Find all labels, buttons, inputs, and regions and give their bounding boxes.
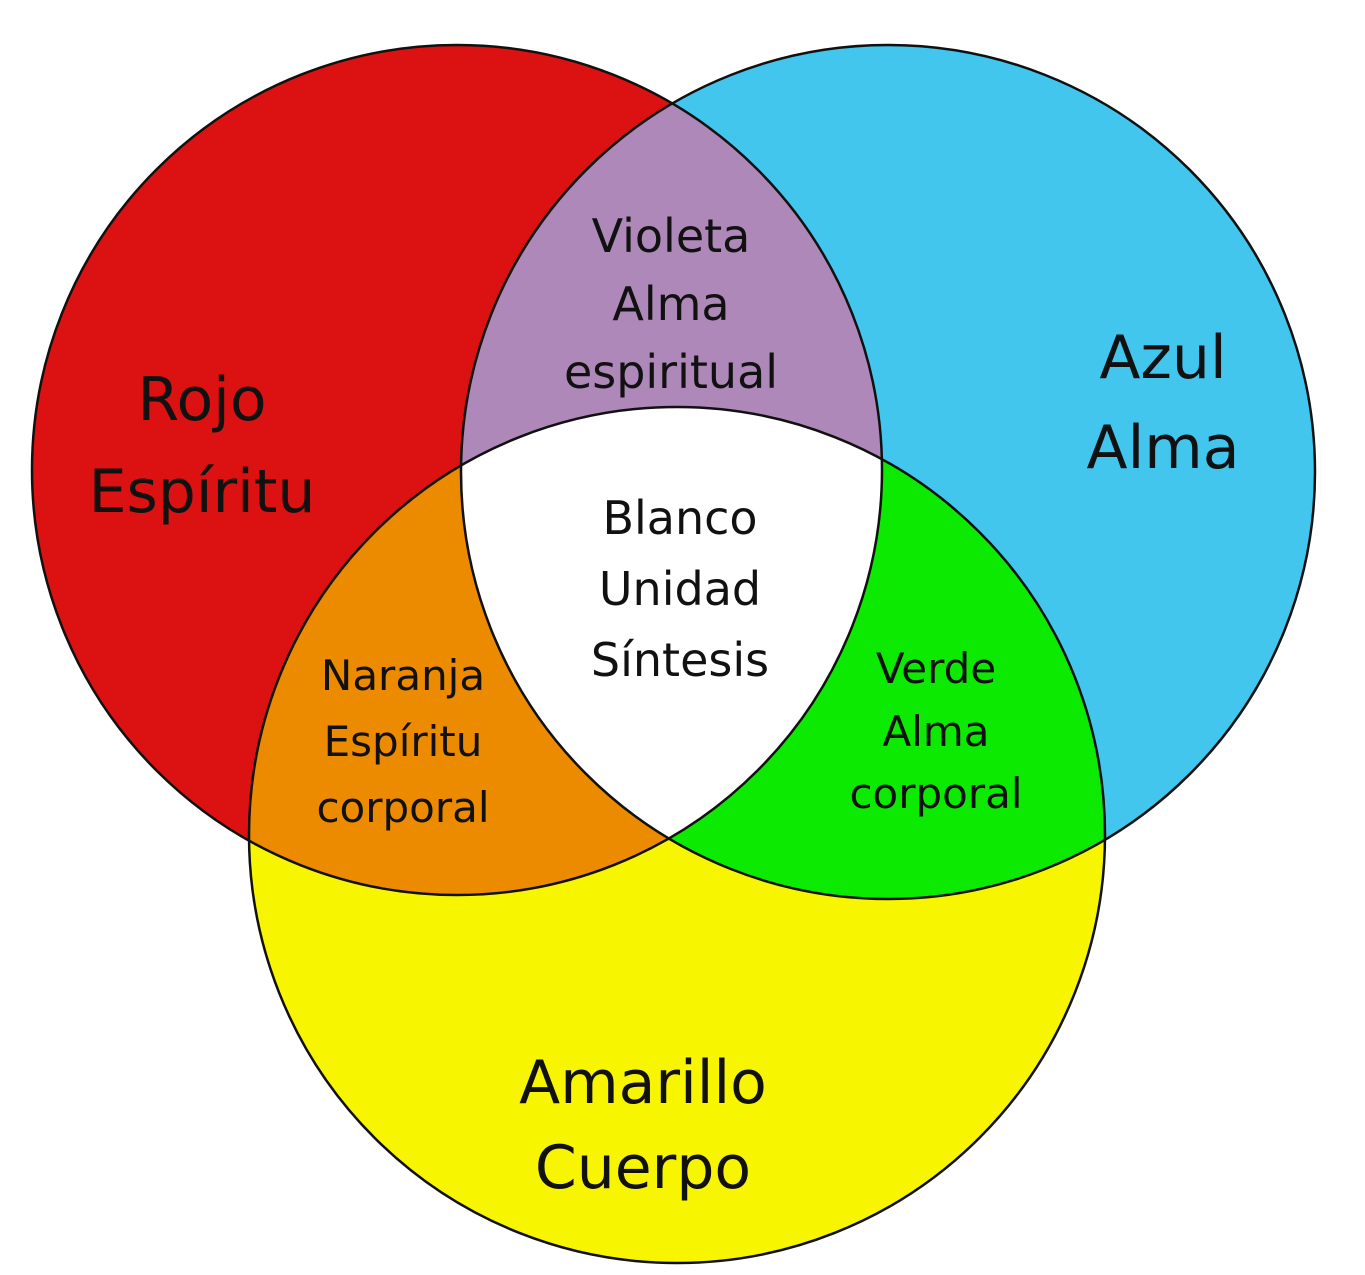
yellow-label-2: Cuerpo — [535, 1133, 751, 1203]
blue-label-1: Azul — [1099, 323, 1226, 393]
circle-outlines — [30, 43, 1317, 1265]
blue-label-2: Alma — [1087, 413, 1240, 483]
orange-label-3: corporal — [316, 783, 489, 832]
orange-label-2: Espíritu — [324, 717, 483, 766]
green-label-3: corporal — [849, 769, 1022, 818]
red-label-2: Espíritu — [89, 457, 316, 527]
violet-label-3: espiritual — [564, 345, 778, 399]
yellow-label-1: Amarillo — [519, 1048, 767, 1118]
white-label-2: Unidad — [599, 562, 761, 616]
violet-label-2: Alma — [612, 277, 729, 331]
green-label-1: Verde — [876, 644, 996, 693]
violet-label-1: Violeta — [592, 209, 751, 263]
red-label-1: Rojo — [137, 365, 266, 435]
white-label-3: Síntesis — [591, 633, 769, 687]
green-label-2: Alma — [882, 707, 989, 756]
orange-label-1: Naranja — [321, 651, 485, 700]
white-label-1: Blanco — [602, 491, 757, 545]
